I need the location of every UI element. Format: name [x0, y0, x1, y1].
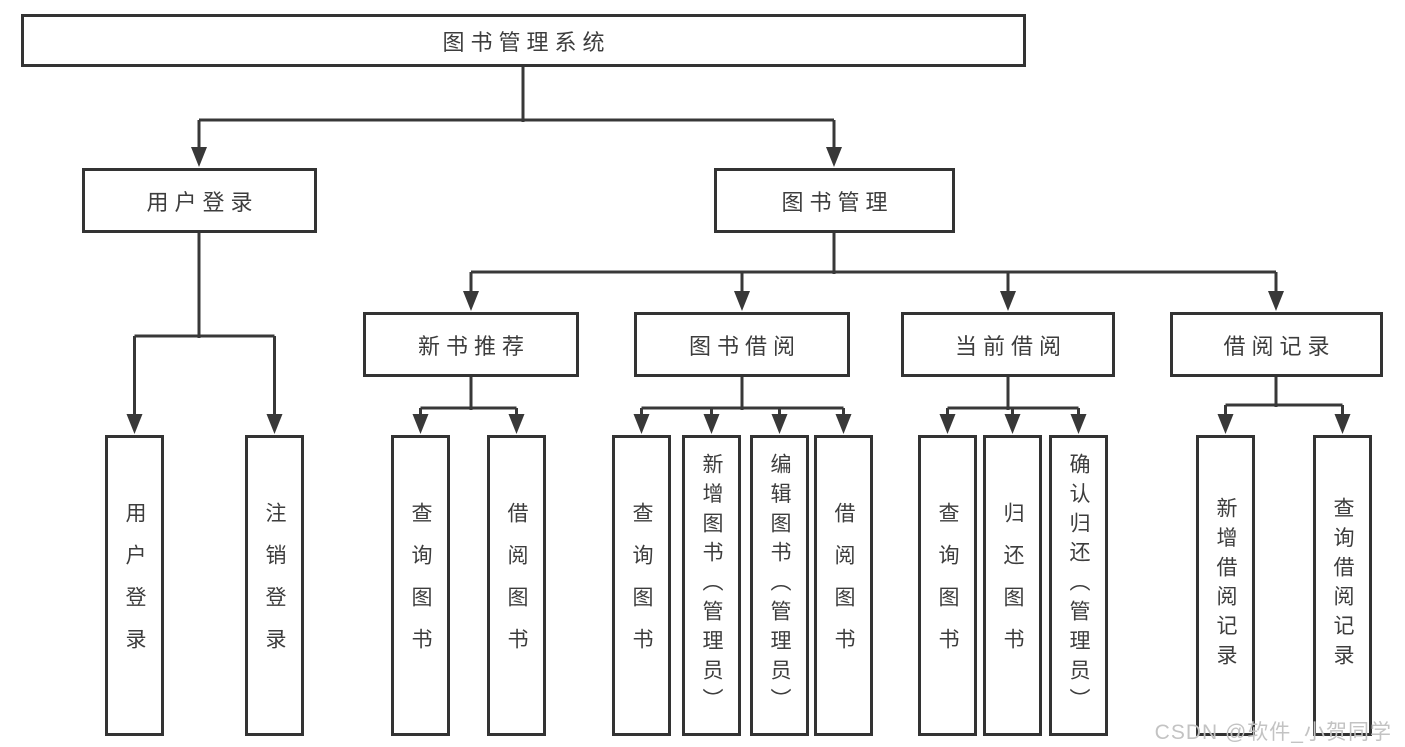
leaf-query-books-borrowing: 查询图书 [612, 435, 671, 736]
leaf-return-book: 归还图书 [983, 435, 1042, 736]
leaf-logout: 注销登录 [245, 435, 304, 736]
node-book-management: 图书管理 [714, 168, 955, 233]
node-new-book-recommend: 新书推荐 [363, 312, 579, 377]
leaf-add-borrow-record: 新增借阅记录 [1196, 435, 1255, 736]
leaf-confirm-return-admin: 确认归还（管理员） [1049, 435, 1108, 736]
leaf-add-book-admin: 新增图书（管理员） [682, 435, 741, 736]
leaf-user-login: 用户登录 [105, 435, 164, 736]
node-book-borrowing: 图书借阅 [634, 312, 850, 377]
node-current-borrowing: 当前借阅 [901, 312, 1115, 377]
arrowheads [126, 147, 1351, 434]
node-root-system: 图书管理系统 [21, 14, 1026, 67]
leaf-borrow-books-recommend: 借阅图书 [487, 435, 546, 736]
leaf-borrow-books: 借阅图书 [814, 435, 873, 736]
leaf-edit-book-admin: 编辑图书（管理员） [750, 435, 809, 736]
leaf-query-borrow-record: 查询借阅记录 [1313, 435, 1372, 736]
csdn-watermark: CSDN @软件_小贺同学 [1154, 721, 1392, 744]
leaf-query-books-current: 查询图书 [918, 435, 977, 736]
node-user-login: 用户登录 [82, 168, 317, 233]
leaf-query-books-recommend: 查询图书 [391, 435, 450, 736]
node-borrowing-records: 借阅记录 [1170, 312, 1383, 377]
